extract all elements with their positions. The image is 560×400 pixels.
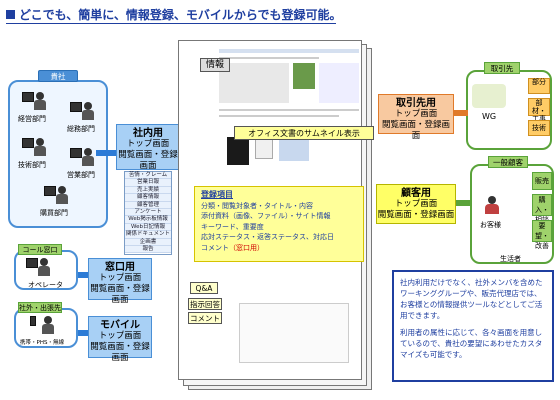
box-title: 窓口用 [105,262,135,273]
customer-tag: 購入・相談 [532,194,552,224]
mobile-arrow [78,330,90,336]
customer-header: 一般顧客 [488,156,528,168]
registration-item: 分類・閲覧対象者・タイトル・内容 [201,201,313,210]
menu-item[interactable]: 顧客情報 [125,194,171,202]
department-icon [44,186,70,208]
comment-prefix: コメント [201,243,229,252]
wg-label: WG [482,112,497,121]
document-thumbnail [279,137,309,161]
window-access-box[interactable]: 窓口用 トップ画面 閲覧画面・登録画面 [88,258,152,305]
registration-item: 添付資料（画像、ファイル）・サイト情報 [201,212,331,220]
partner-tag: 部材・工事 [528,98,550,123]
title-bullet-icon [6,10,15,19]
operator-label: オペレータ [28,281,63,289]
page-title: どこでも、簡単に、情報登録、モバイルからでも登録可能。 [6,6,342,23]
internal-header: 貴社 [38,70,78,82]
document-thumbnail [255,137,273,159]
department-label: 総務部門 [67,125,95,133]
note-paragraph: 社内利用だけでなく、社外メンバを含めたワーキンググループや、販売代理店では、お客… [400,278,543,320]
device-label: 携帯・PHS・無線 [20,340,64,346]
thumbnail-image [293,63,315,89]
customer-tag: 要望・改善 [532,220,552,250]
partner-tag: 部分 [528,78,550,94]
instruction-tab[interactable]: 指示回答 [188,298,222,310]
description-note: 社内利用だけでなく、社外メンバを含めたワーキンググループや、販売代理店では、お客… [392,270,554,382]
registration-heading: 登録項目 [201,190,233,199]
department-label: 購買部門 [40,209,68,217]
menu-item[interactable]: 売上実績 [125,186,171,195]
menu-item[interactable]: 報告 [125,245,171,254]
internal-access-box[interactable]: 社内用 トップ画面 閲覧画面・登録画面 [116,124,180,171]
box-line: トップ画面 [394,199,438,209]
department-label: 経営部門 [18,115,46,123]
title-text: どこでも、簡単に、情報登録、モバイルからでも登録可能。 [19,8,342,22]
registration-item: キーワード、重要度 [201,222,264,231]
box-line: 閲覧画面・登録画面 [118,150,178,171]
department-icon [70,102,96,124]
menu-item[interactable]: Web日記情報 [125,223,171,232]
title-underline [6,23,336,24]
department-label: 技術部門 [18,161,46,169]
partner-tag: 技術 [528,120,550,136]
registration-box: 登録項目 分類・閲覧対象者・タイトル・内容 添付資料（画像、ファイル）・サイト情… [194,186,364,262]
partner-header: 取引先 [484,62,520,74]
callcenter-arrow [78,272,90,278]
mobile-access-box[interactable]: モバイル トップ画面 閲覧画面・登録画面 [88,316,152,363]
partner-building-icon [472,84,506,108]
department-icon [22,138,48,160]
comment-suffix: （窓口用） [229,243,264,252]
internal-arrow [96,150,118,156]
customer-access-box[interactable]: 顧客用 トップ画面 閲覧画面・登録画面 [376,184,456,224]
document-thumbnail [227,137,249,165]
box-title: モバイル [100,320,140,331]
box-title: 顧客用 [401,188,431,199]
box-line: トップ画面 [126,139,170,149]
partner-arrow [454,110,468,116]
box-line: トップ画面 [98,273,142,283]
box-line: 閲覧画面・登録画面 [90,342,150,363]
box-title: 取引先用 [396,98,436,109]
box-line: トップ画面 [394,109,438,119]
thumbnail-label: オフィス文書のサムネイル表示 [234,126,374,140]
mobile-user-icon [30,316,56,338]
partner-access-box[interactable]: 取引先用 トップ画面 閲覧画面・登録画面 [378,94,454,141]
menu-item[interactable]: Web掲示板情報 [125,216,171,224]
menu-item[interactable]: 顧客管理 [125,201,171,209]
registration-item: 応対ステータス・返答ステータス、対応日 [201,233,334,241]
box-line: トップ画面 [98,331,142,341]
box-line: 閲覧画面・登録画面 [381,120,450,141]
department-icon [22,92,48,114]
box-line: 閲覧画面・登録画面 [90,284,150,305]
customer-icon [482,196,502,218]
menu-item[interactable]: 営業日報 [125,179,171,187]
outside-header: 社外・出張先 [18,302,62,313]
box-line: 閲覧画面・登録画面 [377,210,455,220]
consumer-label: 生活者 [500,255,521,263]
box-title: 社内用 [133,128,163,139]
customer-label: お客様 [480,221,501,229]
note-paragraph: 利用者の属性に応じて、各々画面を用意しているので、貴社の要望にあわせたカスタマイ… [400,328,543,359]
department-label: 営業部門 [67,171,95,179]
callcenter-header: コール窓口 [18,244,62,255]
operator-icon [26,258,52,280]
menu-item[interactable]: アンケート [125,208,171,217]
registration-comment: コメント（窓口用） [201,243,357,254]
comment-tab[interactable]: コメント [188,312,222,324]
department-icon [70,148,96,170]
info-label: 情報 [200,58,230,72]
menu-item[interactable]: 苦情・クレーム [125,172,171,180]
customer-tag: 販売 [532,172,552,190]
menu-item[interactable]: 関係ドキュメント [125,231,171,239]
customer-arrow [456,200,472,206]
comment-area [239,303,349,363]
qa-tab[interactable]: Q&A [190,282,218,294]
menu-item[interactable]: 企画書 [125,238,171,246]
